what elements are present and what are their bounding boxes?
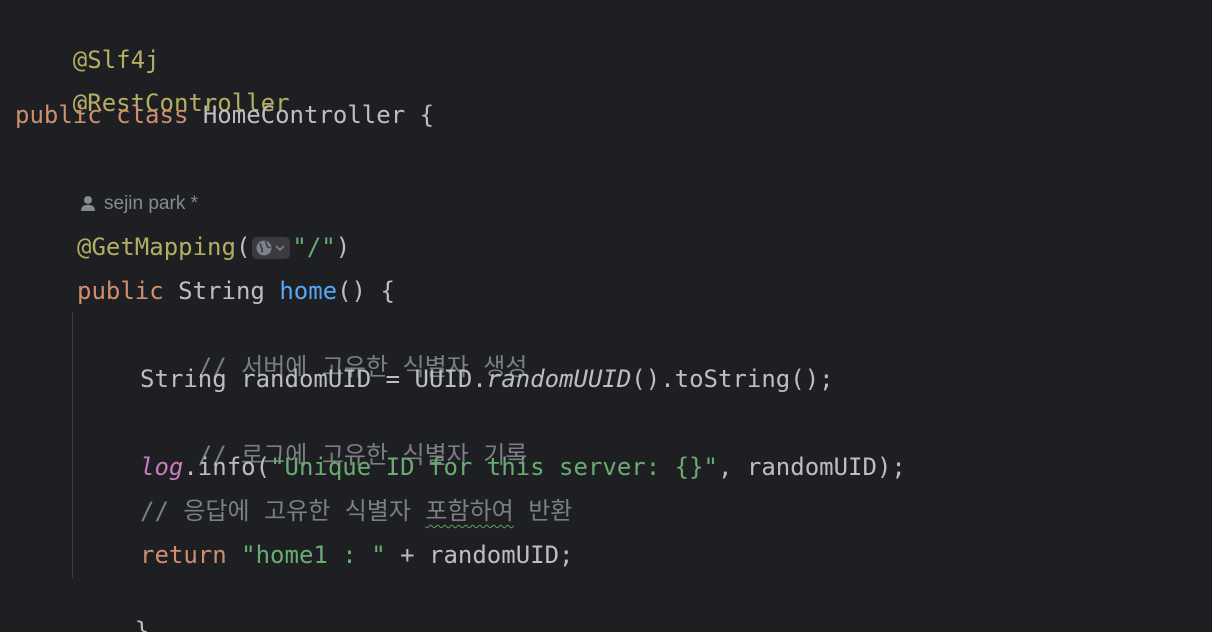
author-hint[interactable]: sejin park *: [80, 191, 198, 217]
method-params: () {: [337, 277, 395, 305]
code-line-method-declaration[interactable]: public String home() {: [77, 275, 395, 307]
endpoint-inlay-hint[interactable]: [252, 237, 291, 259]
rest-controller-annotation: @RestController: [72, 89, 290, 117]
log-field: log: [140, 453, 184, 481]
globe-icon: [256, 240, 272, 256]
getmapping-annotation: @GetMapping: [77, 233, 236, 261]
comment-log-id: // 로그에 고유한 식별자 기록: [197, 441, 528, 469]
code-line-comment-1[interactable]: // 서버에 고유한 식별자 생성: [140, 319, 528, 381]
code-line-comment-3[interactable]: // 응답에 고유한 식별자 포함하여 반환: [140, 495, 572, 527]
method-name: home: [279, 277, 338, 305]
comment-generate-id: // 서버에 고유한 식별자 생성: [197, 353, 528, 381]
code-line-class-declaration[interactable]: public class HomeController {: [15, 99, 434, 131]
code-line-uuid[interactable]: String randomUID = UUID.randomUUID().toS…: [140, 363, 834, 395]
code-line-comment-2[interactable]: // 로그에 고유한 식별자 기록: [140, 407, 528, 469]
uuid-assignment: randomUID = UUID.: [226, 365, 487, 393]
log-info-call: .info(: [183, 453, 271, 481]
to-string-call: ().toString();: [631, 365, 834, 393]
comment-prefix: // 응답에 고유한 식별자: [140, 497, 426, 525]
variable-type: String: [140, 365, 227, 393]
chevron-down-icon: [275, 245, 285, 252]
code-line-log[interactable]: log.info("Unique ID for this server: {}"…: [140, 451, 906, 483]
public-keyword: public: [15, 101, 102, 129]
user-icon: [80, 196, 96, 212]
typo-underlined-word[interactable]: 포함하여: [425, 497, 514, 525]
getmapping-open-paren: (: [235, 233, 251, 261]
return-string: "home1 : ": [241, 541, 386, 569]
getmapping-path: "/": [292, 233, 336, 261]
log-args: , randomUID);: [718, 453, 906, 481]
random-uuid-call: randomUUID: [486, 365, 632, 393]
code-line-return[interactable]: return "home1 : " + randomUID;: [140, 539, 574, 571]
method-close-brace: }: [134, 617, 150, 632]
class-keyword: class: [116, 101, 189, 129]
class-open-brace: {: [419, 101, 435, 129]
code-line-slf4j[interactable]: @Slf4j: [15, 12, 160, 74]
code-line-getmapping[interactable]: @GetMapping( "/"): [77, 231, 350, 263]
return-keyword: return: [140, 541, 227, 569]
return-type: String: [178, 277, 265, 305]
code-line-method-close[interactable]: }: [77, 583, 149, 632]
author-name: sejin park *: [104, 193, 198, 214]
comment-suffix: 반환: [513, 497, 573, 525]
class-name: HomeController: [202, 101, 406, 129]
public-keyword: public: [77, 277, 164, 305]
getmapping-close-paren: ): [335, 233, 351, 261]
log-message-string: "Unique ID for this server: {}": [270, 453, 718, 481]
slf4j-annotation: @Slf4j: [72, 46, 160, 74]
indent-guide: [72, 312, 73, 578]
return-expression: + randomUID;: [385, 541, 574, 569]
code-line-rest-controller[interactable]: @RestController: [15, 55, 290, 117]
